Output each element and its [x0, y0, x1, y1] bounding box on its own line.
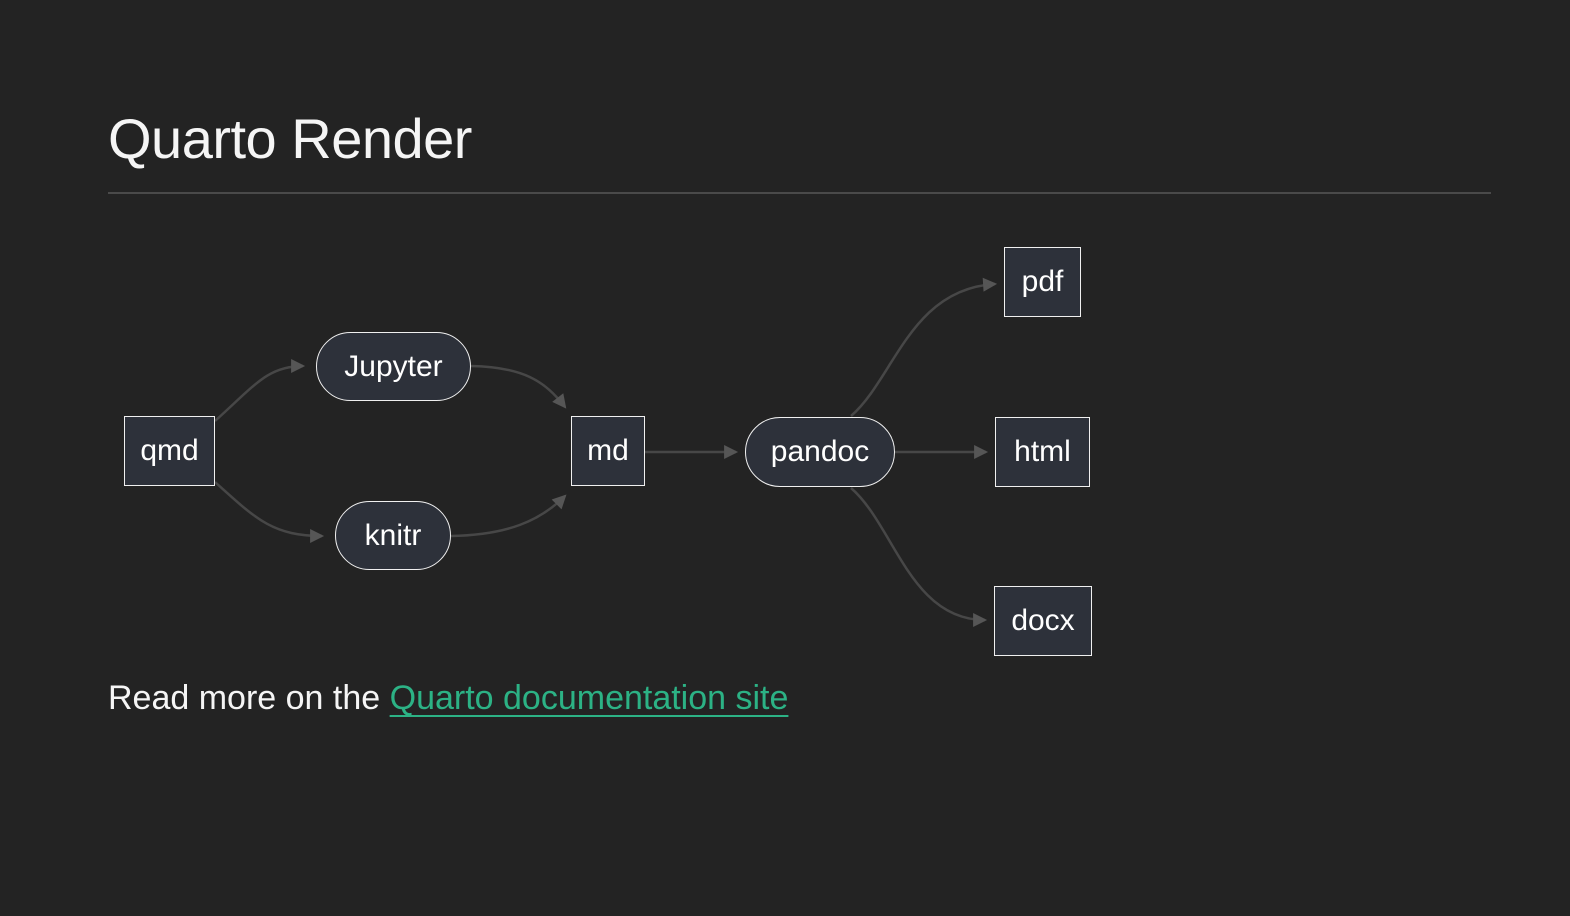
- edge-jupyter-md: [470, 364, 567, 409]
- edge-qmd-jupyter: [214, 359, 306, 422]
- title-divider: [108, 192, 1491, 194]
- node-qmd-label: qmd: [140, 434, 199, 467]
- edge-pandoc-docx: [850, 487, 988, 627]
- node-knitr-label: knitr: [364, 518, 422, 552]
- node-knitr: knitr: [335, 501, 451, 570]
- edge-pandoc-pdf: [850, 277, 998, 417]
- node-jupyter: Jupyter: [316, 332, 471, 401]
- node-html: html: [995, 417, 1090, 487]
- page-title: Quarto Render: [108, 107, 472, 170]
- node-pdf-label: pdf: [1021, 265, 1064, 298]
- node-docx: docx: [994, 586, 1092, 656]
- node-jupyter-label: Jupyter: [344, 349, 443, 383]
- read-more-prefix: Read more on the: [108, 679, 390, 717]
- edge-qmd-knitr: [214, 481, 325, 543]
- node-md: md: [571, 416, 645, 486]
- quarto-docs-link[interactable]: Quarto documentation site: [389, 679, 789, 717]
- read-more-text: Read more on the Quarto documentation si…: [108, 679, 788, 718]
- node-pandoc: pandoc: [745, 417, 895, 487]
- node-html-label: html: [1014, 435, 1071, 468]
- node-docx-label: docx: [1011, 604, 1075, 637]
- node-md-label: md: [587, 434, 629, 467]
- node-pdf: pdf: [1004, 247, 1081, 317]
- node-qmd: qmd: [124, 416, 215, 486]
- node-pandoc-label: pandoc: [770, 435, 870, 468]
- edge-knitr-md: [450, 494, 567, 538]
